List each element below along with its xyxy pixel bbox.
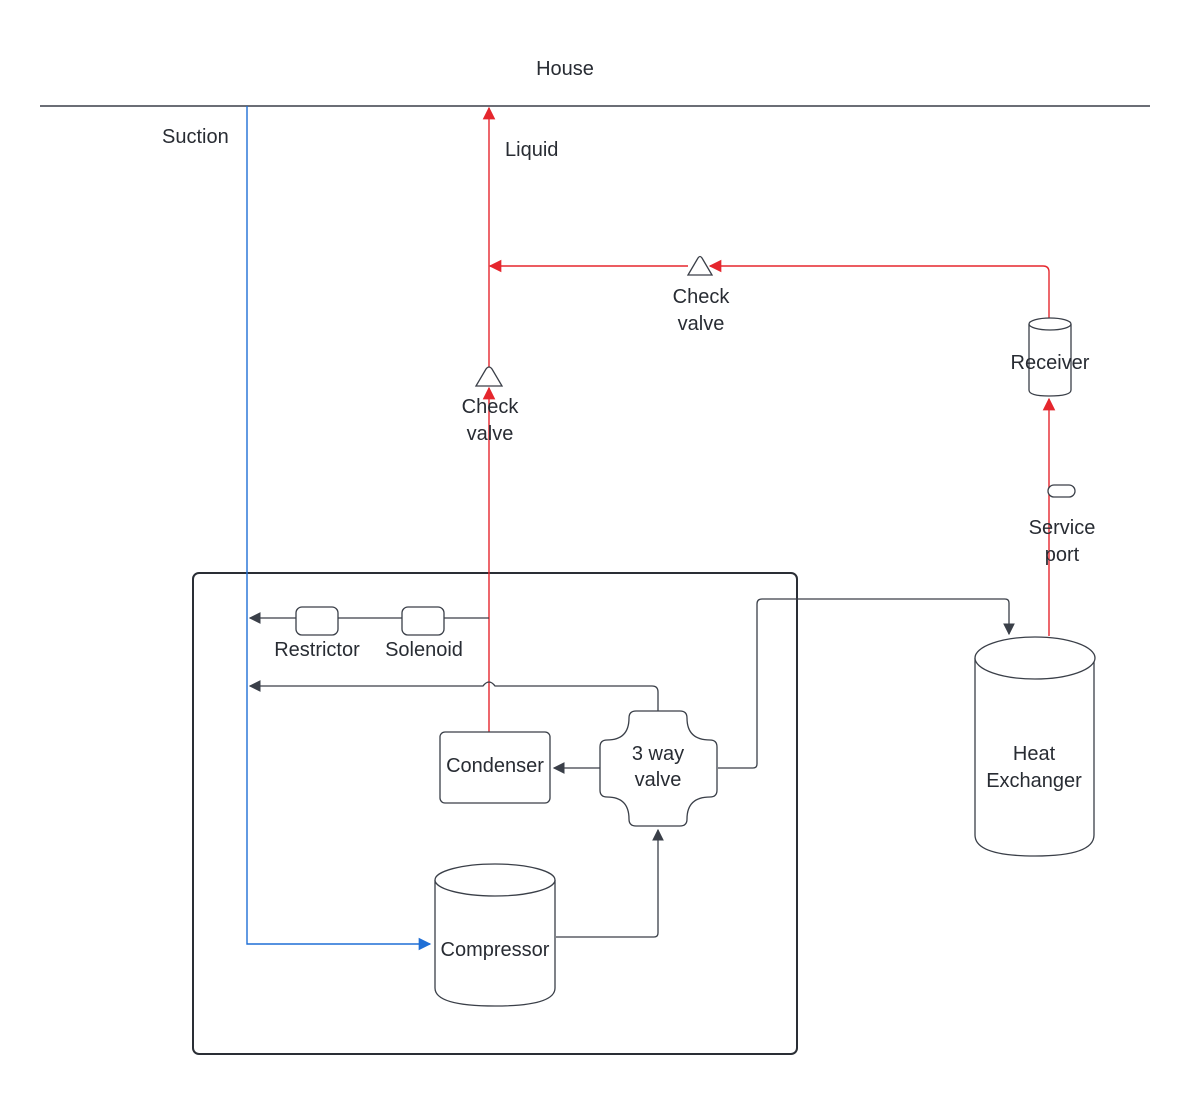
three-way-valve-label-1: 3 way [632,743,684,765]
compressor-label: Compressor [441,939,550,961]
check-valve-left-label-2: valve [467,423,514,445]
restrictor-icon [295,606,339,636]
three-way-to-suction-line [248,680,659,712]
three-way-to-heat-exchanger-line [718,598,1015,769]
receiver-label: Receiver [1011,352,1090,374]
house-label: House [536,58,594,80]
service-port-label-1: Service [1029,517,1096,539]
check-valve-top-label-1: Check [673,286,731,308]
solenoid-icon [401,606,445,636]
check-valve-top-icon [686,255,714,276]
suction-line [246,106,432,951]
service-port-icon [1047,484,1076,498]
compressor-discharge-line [556,828,664,938]
receiver-tank [1028,317,1072,397]
heat-exchanger-label-2: Exchanger [986,770,1082,792]
suction-label: Suction [162,126,229,148]
check-valve-top-label-2: valve [678,313,725,335]
check-valve-left-label-1: Check [462,396,520,418]
three-way-valve-icon [599,710,718,827]
condenser-label: Condenser [446,755,544,777]
check-valve-left-icon [474,366,504,387]
solenoid-label: Solenoid [385,639,463,661]
service-port-label-2: port [1045,544,1080,566]
liquid-label: Liquid [505,139,558,161]
three-way-valve-label-2: valve [635,769,682,791]
heat-exchanger-label-1: Heat [1013,743,1056,765]
heat-exchanger-tank [974,636,1096,857]
outdoor-unit-enclosure [192,572,798,1055]
restrictor-label: Restrictor [274,639,360,661]
receiver-outlet-bend [708,259,1050,273]
compressor-tank [434,863,556,1007]
condenser-box [439,731,551,804]
